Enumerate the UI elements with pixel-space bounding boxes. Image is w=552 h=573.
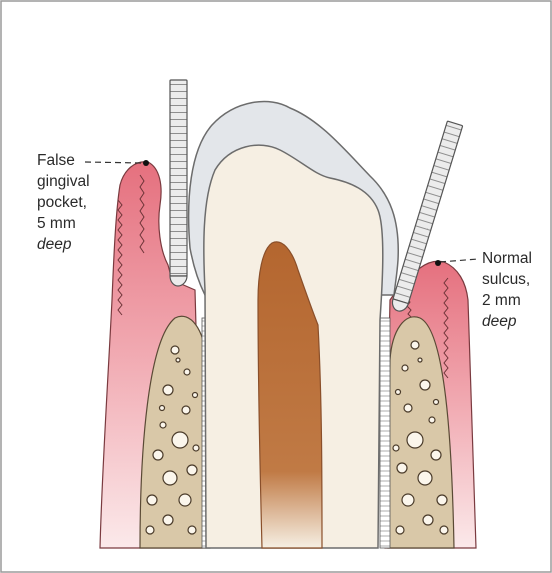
label-left-line5: deep <box>37 234 90 255</box>
leader-dot-left <box>143 160 149 166</box>
leader-dot-right <box>435 260 441 266</box>
leader-line-left <box>85 162 143 163</box>
label-left-line3: pocket, <box>37 192 90 213</box>
label-normal-sulcus: Normal sulcus, 2 mm deep <box>482 248 532 332</box>
periodontal-probe-left <box>170 80 187 286</box>
label-left-line2: gingival <box>37 171 90 192</box>
label-right-line2: sulcus, <box>482 269 532 290</box>
leader-line-right <box>440 259 478 262</box>
periodontal-ligament-right <box>380 318 390 548</box>
label-false-gingival-pocket: False gingival pocket, 5 mm deep <box>37 150 90 255</box>
label-left-line1: False <box>37 150 90 171</box>
label-left-line4: 5 mm <box>37 213 90 234</box>
label-right-line4: deep <box>482 311 532 332</box>
label-right-line3: 2 mm <box>482 290 532 311</box>
label-right-line1: Normal <box>482 248 532 269</box>
